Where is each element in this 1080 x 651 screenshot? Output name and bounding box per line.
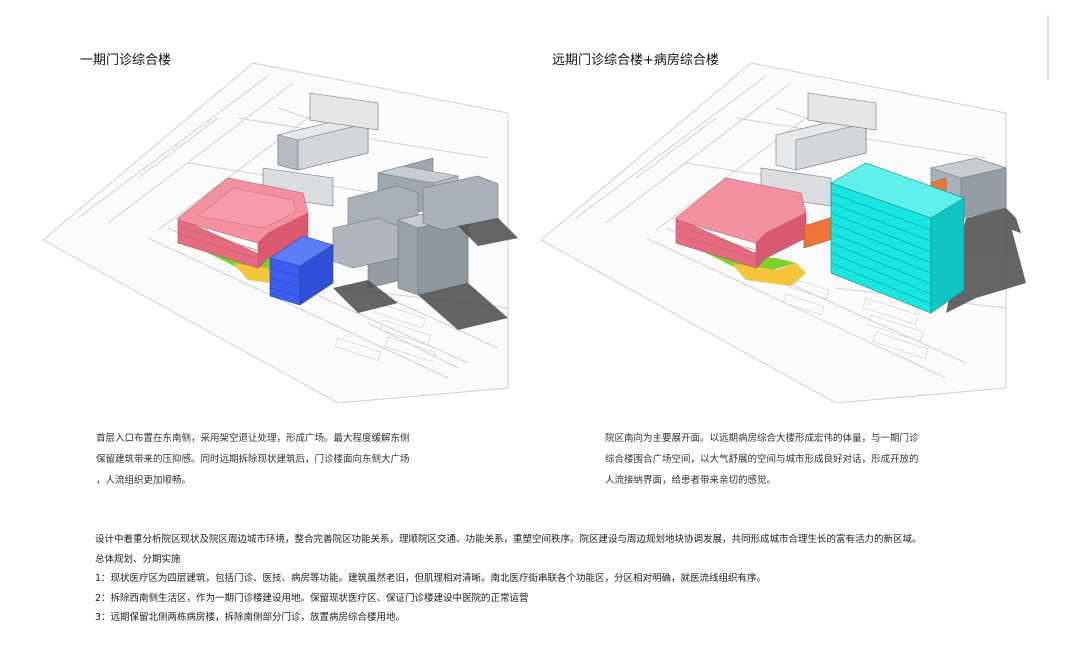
phase1-site-model (42, 62, 518, 403)
clinic-building (675, 177, 807, 269)
description-line: 人流接纳界面，给患者带来亲切的感觉。 (605, 475, 777, 486)
ward-tower (830, 162, 965, 314)
summary-intro: 设计中着重分析院区现状及院区周边城市环境，整合完善院区功能关系，理顺院区交通、功… (95, 534, 922, 545)
new-block-blue (269, 235, 334, 306)
summary-item: 3：远期保留北侧两栋病房楼，拆除南侧部分门诊，放置病房综合楼用地。 (95, 612, 406, 623)
right-panel-title: 远期门诊综合楼+病房综合楼 (552, 53, 719, 68)
left-panel-title: 一期门诊综合楼 (80, 53, 172, 68)
parking-stalls (334, 302, 437, 363)
design-summary: 设计中着重分析院区现状及院区周边城市环境，整合完善院区功能关系，理顺院区交通、功… (95, 530, 922, 628)
longterm-site-model (540, 62, 1026, 403)
right-panel-description: 院区南向为主要展开面。以远期病房综合大楼形成宏伟的体量，与一期门诊 综合楼围合广… (605, 428, 919, 491)
existing-buildings (262, 92, 499, 296)
clinic-building (177, 177, 309, 269)
shadows (333, 218, 518, 330)
description-line: ，人流组织更加顺畅。 (96, 475, 192, 486)
description-line: 保留建筑带来的压抑感。同时远期拆除现状建筑后，门诊楼面向东侧大广场 (96, 454, 410, 465)
summary-heading: 总体规划、分期实施 (95, 553, 181, 565)
description-line: 院区南向为主要展开面。以远期病房综合大楼形成宏伟的体量，与一期门诊 (605, 433, 919, 444)
description-line: 首层入口布置在东南侧，采用架空退让处理，形成广场。最大程度缓解东侧 (96, 433, 410, 444)
landscape-base (676, 233, 806, 286)
summary-item: 1：现状医疗区为四层建筑，包括门诊、医技、病房等功能。建筑虽然老旧，但肌理相对清… (95, 573, 767, 584)
shadows (946, 208, 1026, 313)
description-line: 综合楼围合广场空间，以大气舒展的空间与城市形成良好对话，形成开放的 (605, 454, 919, 465)
left-panel-description: 首层入口布置在东南侧，采用架空退让处理，形成广场。最大程度缓解东侧 保留建筑带来… (96, 428, 410, 491)
edge-divider (1047, 15, 1049, 80)
summary-item: 2：拆除西南侧生活区，作为一期门诊楼建设用地。保留现状医疗区、保证门诊楼建设中医… (95, 592, 529, 604)
